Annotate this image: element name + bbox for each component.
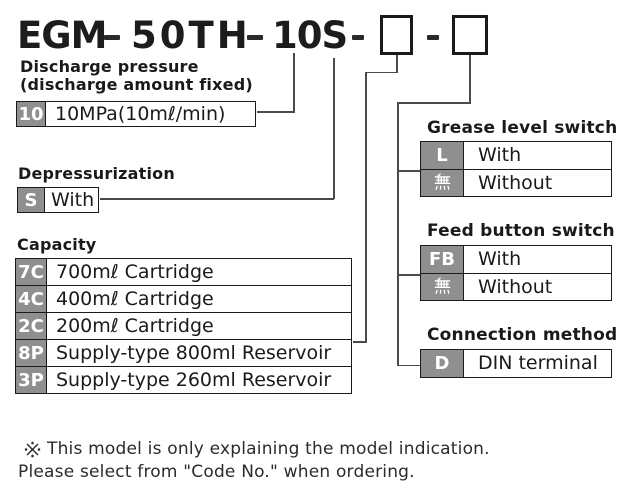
model-separator-dash — [427, 35, 439, 40]
connector-connection-branch — [398, 364, 421, 367]
value-cell: With — [45, 188, 98, 212]
code-cell: 2C — [16, 313, 47, 339]
connection-method-table: D DIN terminal — [420, 349, 612, 378]
connector-depressurization-horizontal — [100, 198, 334, 200]
kanji-mu-none-icon — [421, 273, 464, 300]
code-cell: 7C — [16, 259, 47, 285]
code-cell: 8P — [16, 340, 47, 366]
connector-capacity-top — [365, 71, 398, 74]
value-cell: DIN terminal — [464, 350, 611, 377]
connector-capacity-attach — [353, 341, 367, 343]
model-suffix-code: 10S — [272, 14, 348, 57]
table-row: 8P Supply-type 800ml Reservoir — [16, 339, 351, 366]
discharge-pressure-table: 10 10MPa(10mℓ/min) — [16, 101, 256, 127]
code-cell: 10 — [17, 102, 46, 126]
model-placeholder-box-2 — [452, 15, 488, 55]
connector-discharge-horizontal — [257, 111, 295, 113]
connector-capacity-vertical — [365, 71, 367, 343]
kanji-mu-none-icon — [421, 169, 464, 196]
table-row: FB With — [421, 246, 611, 273]
value-cell: 700mℓ Cartridge — [47, 259, 351, 285]
connector-discharge-vertical — [293, 53, 295, 112]
depressurization-table: S With — [17, 187, 99, 213]
connector-options-stub — [469, 55, 471, 104]
code-cell: 4C — [16, 286, 47, 312]
connector-capacity-stub — [396, 55, 398, 73]
code-cell: L — [421, 142, 464, 169]
value-cell: With — [464, 246, 611, 273]
feed-button-switch-table: FB With Without — [420, 245, 612, 301]
value-cell: Without — [464, 273, 611, 300]
table-row: Without — [421, 272, 611, 300]
discharge-pressure-heading-line1: Discharge pressure — [20, 57, 199, 76]
code-cell: S — [18, 188, 45, 212]
value-cell: Without — [464, 169, 611, 196]
value-cell: Supply-type 260ml Reservoir — [47, 367, 351, 393]
table-row: 7C 700mℓ Cartridge — [16, 259, 351, 285]
connector-options-vertical — [397, 102, 399, 366]
reference-mark-icon — [24, 441, 41, 458]
connector-depressurization-vertical — [333, 58, 335, 199]
feed-button-switch-heading: Feed button switch — [427, 221, 615, 241]
model-separator-dash — [104, 35, 120, 40]
note-line-2: Please select from "Code No." when order… — [18, 462, 415, 482]
table-row: 2C 200mℓ Cartridge — [16, 312, 351, 339]
value-cell: 400mℓ Cartridge — [47, 286, 351, 312]
discharge-pressure-heading: Discharge pressure (discharge amount fix… — [20, 58, 253, 94]
code-cell: D — [421, 350, 464, 377]
grease-level-switch-table: L With Without — [420, 141, 612, 197]
table-row: 3P Supply-type 260ml Reservoir — [16, 366, 351, 393]
value-cell: 200mℓ Cartridge — [47, 313, 351, 339]
note-line-1: This model is only explaining the model … — [47, 439, 490, 459]
discharge-pressure-heading-line2: (discharge amount fixed) — [20, 75, 253, 94]
model-separator-dash — [352, 35, 364, 40]
model-placeholder-box-1 — [380, 15, 413, 55]
table-row: S With — [18, 188, 98, 212]
table-row: D DIN terminal — [421, 350, 611, 377]
connector-feed-branch — [398, 274, 421, 276]
table-row: 4C 400mℓ Cartridge — [16, 285, 351, 312]
grease-level-switch-heading: Grease level switch — [427, 118, 618, 138]
table-row: Without — [421, 168, 611, 196]
table-row: 10 10MPa(10mℓ/min) — [17, 102, 255, 126]
model-separator-dash — [247, 35, 263, 40]
table-row: L With — [421, 142, 611, 169]
code-cell: 3P — [16, 367, 47, 393]
connector-options-top — [397, 102, 471, 104]
capacity-heading: Capacity — [17, 235, 97, 254]
capacity-table: 7C 700mℓ Cartridge 4C 400mℓ Cartridge 2C… — [15, 258, 352, 394]
connection-method-heading: Connection method — [427, 325, 618, 345]
value-cell: With — [464, 142, 611, 169]
model-prefix: EGM — [17, 14, 107, 57]
code-cell: FB — [421, 246, 464, 273]
connector-grease-branch — [398, 170, 421, 172]
value-cell: Supply-type 800ml Reservoir — [47, 340, 351, 366]
depressurization-heading: Depressurization — [18, 164, 175, 183]
model-mid-code: 50TH — [131, 14, 251, 57]
value-cell: 10MPa(10mℓ/min) — [46, 102, 255, 126]
